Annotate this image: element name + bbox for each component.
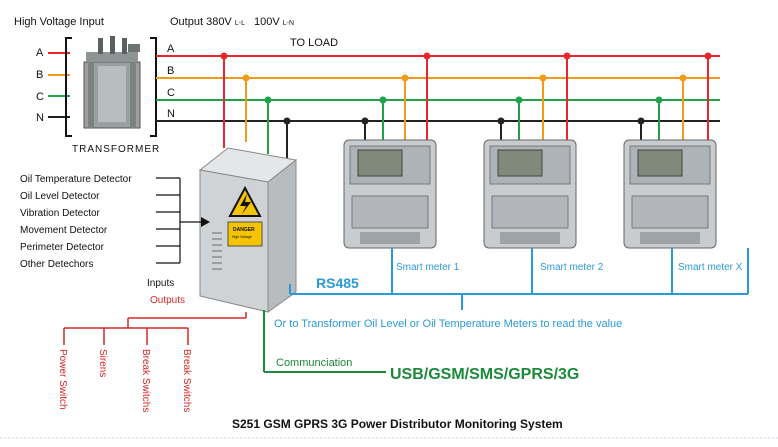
output-label-sirens: Sirens bbox=[97, 349, 108, 377]
box-feed-lines bbox=[220, 52, 291, 160]
output-labels: Power Switch Sirens Break Switchs Break … bbox=[57, 349, 192, 412]
control-box bbox=[198, 147, 298, 313]
smart-meter-1 bbox=[343, 139, 437, 249]
meter-lcd-display bbox=[357, 149, 403, 177]
communication-label: Communciation bbox=[276, 357, 352, 369]
danger-sign bbox=[227, 221, 263, 247]
detector-label: Perimeter Detector bbox=[20, 242, 105, 253]
footer-title: S251 GSM GPRS 3G Power Distributor Monit… bbox=[232, 417, 563, 431]
smart-meter-2 bbox=[483, 139, 577, 249]
detector-label: Other Detechors bbox=[20, 259, 93, 270]
output-label-break-switchs: Break Switchs bbox=[140, 349, 151, 412]
danger-sign-title: DANGER bbox=[233, 227, 255, 233]
outputs-label: Outputs bbox=[150, 295, 185, 306]
detector-label: Oil Temperature Detector bbox=[20, 174, 132, 185]
meter-label-2: Smart meter 2 bbox=[540, 262, 604, 273]
communication-value: USB/GSM/SMS/GPRS/3G bbox=[390, 366, 579, 383]
phase-label-b-left: B bbox=[36, 69, 43, 81]
phase-label-b-right: B bbox=[167, 65, 174, 77]
smart-meter-x bbox=[623, 139, 717, 249]
transformer-image bbox=[65, 36, 157, 137]
meter-lcd-display bbox=[637, 149, 683, 177]
phase-label-n-left: N bbox=[36, 112, 44, 124]
to-load-label: TO LOAD bbox=[290, 37, 338, 49]
phase-label-n-right: N bbox=[167, 108, 175, 120]
communication-line bbox=[263, 310, 386, 373]
inputs-label: Inputs bbox=[147, 278, 174, 289]
phase-label-a-left: A bbox=[36, 47, 44, 59]
phase-label-c-left: C bbox=[36, 91, 44, 103]
rs485-bus bbox=[289, 248, 749, 310]
phase-label-a-right: A bbox=[167, 43, 175, 55]
danger-sign-subtitle: High Voltage bbox=[232, 235, 252, 239]
meter-feed-lines bbox=[361, 52, 712, 140]
rs485-note: Or to Transformer Oil Level or Oil Tempe… bbox=[274, 318, 622, 330]
meter-label-x: Smart meter X bbox=[678, 262, 743, 273]
detector-connectors bbox=[156, 177, 210, 264]
rs485-label: RS485 bbox=[316, 275, 359, 291]
arrow-right-icon bbox=[201, 217, 210, 227]
output-label-power-switch: Power Switch bbox=[57, 349, 68, 410]
output-label: Output 380V L-L 100V L-N bbox=[170, 16, 294, 28]
phase-label-c-right: C bbox=[167, 87, 175, 99]
output-label-break-switchs: Break Switchs bbox=[181, 349, 192, 412]
meter-lcd-display bbox=[497, 149, 543, 177]
detector-label: Movement Detector bbox=[20, 225, 108, 236]
detector-label: Oil Level Detector bbox=[20, 191, 100, 202]
meter-label-1: Smart meter 1 bbox=[396, 262, 460, 273]
transformer-label: TRANSFORMER bbox=[72, 144, 160, 155]
detector-list: Oil Temperature Detector Oil Level Detec… bbox=[20, 174, 132, 270]
detector-label: Vibration Detector bbox=[20, 208, 101, 219]
high-voltage-input-label: High Voltage Input bbox=[14, 16, 104, 28]
output-lines bbox=[63, 312, 247, 345]
lightning-bolt-icon bbox=[240, 194, 251, 214]
bus-lines bbox=[156, 55, 720, 122]
